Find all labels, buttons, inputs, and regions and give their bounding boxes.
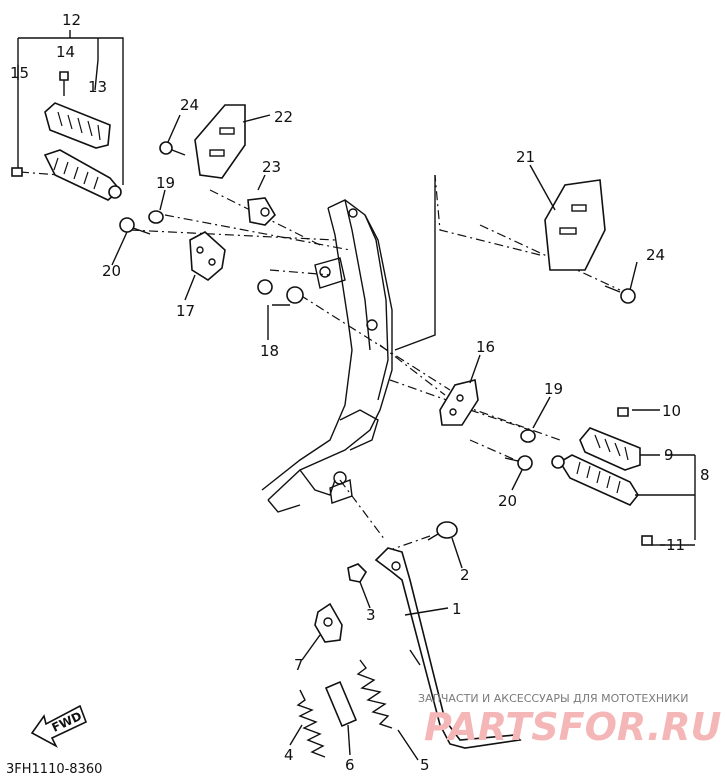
- callout-numbers: 1 2 3 4 5 6 7 8 9 10 11 12 13 14 15 16 1…: [10, 11, 710, 774]
- washer-19-left: [148, 210, 164, 224]
- nut-3: [347, 563, 368, 583]
- bolt-24-left: [159, 141, 186, 156]
- callout-15: 15: [10, 64, 29, 82]
- watermark: ЗАПЧАСТИ И АКСЕССУАРЫ ДЛЯ МОТОТЕХНИКИ PA…: [418, 692, 722, 749]
- group-bracket-12: [17, 30, 124, 185]
- watermark-tagline: ЗАПЧАСТИ И АКСЕССУАРЫ ДЛЯ МОТОТЕХНИКИ: [418, 692, 688, 705]
- callout-13: 13: [88, 78, 107, 96]
- spring-5: [356, 659, 393, 729]
- frame-section: [261, 199, 393, 513]
- callout-14: 14: [56, 43, 75, 61]
- callout-18: 18: [260, 342, 279, 360]
- diagram-code: 3FH1110-8360: [6, 762, 102, 777]
- bolt-2: [427, 521, 458, 541]
- callout-19-right: 19: [544, 380, 563, 398]
- callout-3: 3: [366, 606, 376, 624]
- callout-11: 11: [666, 536, 685, 554]
- callout-12: 12: [62, 11, 81, 29]
- bolts-18: [257, 279, 304, 340]
- callout-23: 23: [262, 158, 281, 176]
- pin-6: [324, 680, 358, 728]
- callout-24-right: 24: [646, 246, 665, 264]
- callout-17: 17: [176, 302, 195, 320]
- bolt-20-right: [504, 455, 533, 471]
- watermark-logo: PARTSFOR.RU: [424, 705, 722, 749]
- callout-6: 6: [345, 756, 355, 774]
- callout-20-right: 20: [498, 492, 517, 510]
- spring-4: [296, 689, 326, 758]
- callout-8: 8: [700, 466, 710, 484]
- callout-21: 21: [516, 148, 535, 166]
- bracket-17: [189, 231, 226, 281]
- callout-2: 2: [460, 566, 470, 584]
- plate-21: [544, 179, 606, 271]
- bracket-16: [439, 379, 479, 426]
- fwd-arrow-icon: FWD: [30, 704, 88, 748]
- sidestand-1: [374, 547, 522, 749]
- assembly-lines: [19, 171, 621, 551]
- callout-1: 1: [452, 600, 462, 618]
- washer-19-right: [520, 429, 536, 443]
- callout-19-left: 19: [156, 174, 175, 192]
- bracket-23: [247, 197, 277, 226]
- plate-7: [314, 602, 343, 643]
- bolt-24-right: [604, 285, 636, 304]
- callout-10: 10: [662, 402, 681, 420]
- callout-24-left: 24: [180, 96, 199, 114]
- callout-7: 7: [294, 656, 304, 674]
- callout-22: 22: [274, 108, 293, 126]
- callout-20-left: 20: [102, 262, 121, 280]
- footrest-left-13: [43, 102, 122, 201]
- callout-16: 16: [476, 338, 495, 356]
- bolt-20-left: [119, 217, 151, 235]
- bolt-14: [59, 71, 69, 96]
- plate-22: [194, 104, 246, 179]
- leader-lines: [17, 59, 665, 761]
- bolt-15: [11, 167, 23, 177]
- callout-4: 4: [284, 746, 294, 764]
- footrest-right-8: [551, 407, 696, 546]
- callout-5: 5: [420, 756, 430, 774]
- callout-9: 9: [664, 446, 674, 464]
